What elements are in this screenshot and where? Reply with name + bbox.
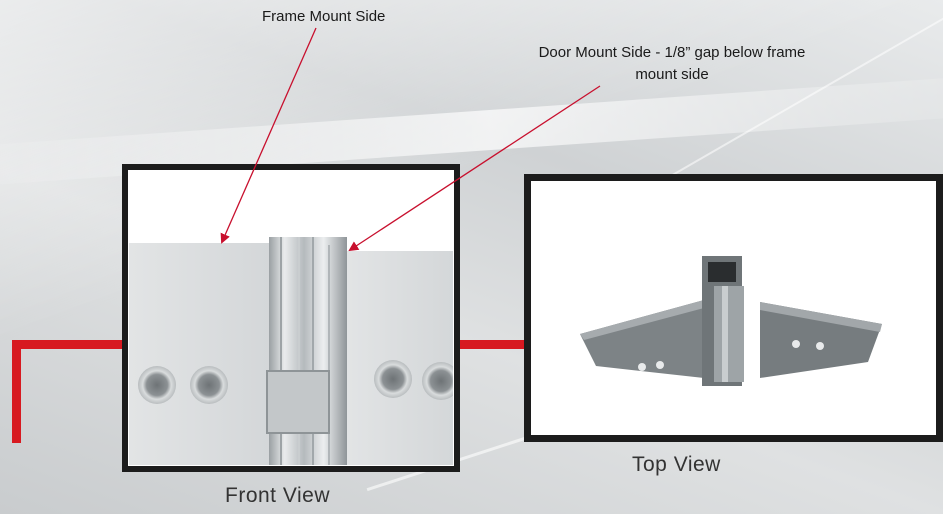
red-connector-vertical bbox=[12, 340, 21, 443]
top-view-frame bbox=[524, 174, 943, 442]
door-mount-label-line1: Door Mount Side - 1/8” gap below frame bbox=[538, 44, 806, 61]
frame-mount-arrow bbox=[220, 27, 317, 244]
front-view-photo bbox=[129, 171, 453, 465]
front-view-caption: Front View bbox=[225, 484, 330, 507]
frame-mount-side-label: Frame Mount Side bbox=[262, 8, 386, 25]
red-connector-left bbox=[12, 340, 124, 349]
top-view-caption: Top View bbox=[632, 453, 721, 476]
top-view-photo bbox=[532, 182, 935, 434]
door-mount-label-line2: mount side bbox=[635, 66, 709, 83]
door-mount-side-label: Door Mount Side - 1/8” gap below frame m… bbox=[482, 42, 862, 86]
red-connector-middle bbox=[460, 340, 528, 349]
door-mount-arrow bbox=[348, 85, 601, 252]
front-view-frame bbox=[122, 164, 460, 472]
